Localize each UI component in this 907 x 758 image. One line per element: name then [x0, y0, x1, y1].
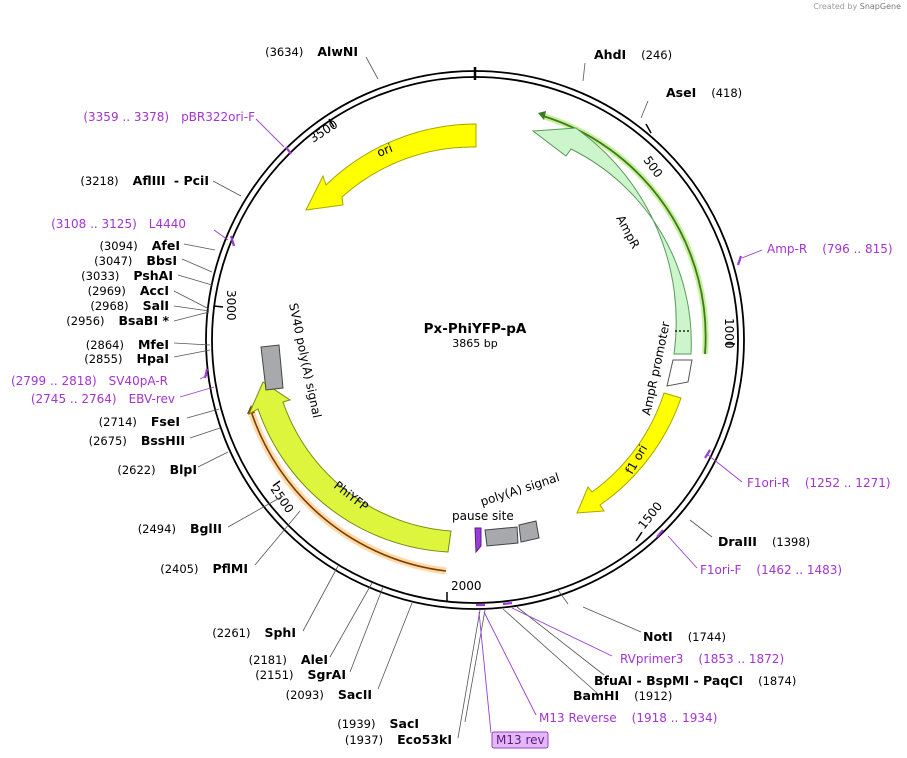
site-draiii[interactable]: DraIII(1398): [718, 534, 810, 549]
primer-leaders: [179, 118, 763, 734]
ruler: 500 1000 1500 2000 2500 3000 3500: [213, 117, 736, 601]
ori-label: ori: [375, 141, 395, 160]
tick-1500: [635, 531, 643, 542]
primer-amp-r[interactable]: Amp-R(796 .. 815): [767, 242, 893, 256]
tick-label-2000: 2000: [451, 579, 482, 593]
site-alei[interactable]: (2181)AleI: [249, 652, 328, 667]
site-alwni[interactable]: (3634)AlwNI: [265, 44, 358, 59]
site-pflmi[interactable]: (2405)PflMI: [160, 561, 248, 576]
plasmid-name: Px-PhiYFP-pA: [424, 321, 527, 337]
polya-signal-block-1[interactable]: [484, 526, 519, 547]
site-bsabi[interactable]: (2956)BsaBI *: [66, 313, 169, 328]
site-pshai[interactable]: (3033)PshAI: [81, 268, 173, 283]
phiyfp-arrow[interactable]: [247, 381, 452, 553]
credit-prefix: Created by: [813, 2, 858, 11]
primer-l4440[interactable]: (3108 .. 3125)L4440: [51, 217, 186, 231]
site-sacii[interactable]: (2093)SacII: [286, 687, 372, 702]
tick-2500: [272, 480, 281, 487]
site-blpi[interactable]: (2622)BlpI: [117, 462, 197, 477]
sites-left: (1939)SacI (1937)Eco53kI (2093)SacII (21…: [66, 44, 452, 747]
site-afei[interactable]: (3094)AfeI: [100, 238, 181, 253]
tick-label-3000: 3000: [224, 290, 238, 321]
site-sphi[interactable]: (2261)SphI: [212, 625, 296, 640]
site-mfei[interactable]: (2864)MfeI: [86, 337, 169, 352]
tick-label-3500: 3500: [307, 117, 340, 145]
primer-labels: Amp-R(796 .. 815) F1ori-R(1252 .. 1271) …: [11, 110, 893, 749]
site-afliii-pcii[interactable]: (3218)AflIII - PciI: [80, 173, 209, 188]
primer-m13-reverse[interactable]: M13 Reverse(1918 .. 1934): [539, 711, 717, 725]
site-bfuai-group[interactable]: BfuAI - BspMI - PaqCI(1874): [594, 673, 796, 688]
snapgene-credit: Created by SnapGene: [813, 2, 901, 11]
site-bbsi[interactable]: (3047)BbsI: [94, 253, 177, 268]
plasmid-size: 3865 bp: [452, 337, 497, 350]
site-ahdi[interactable]: AhdI(246): [594, 47, 672, 62]
phiyfp-strand: [250, 410, 447, 572]
ori-arrow[interactable]: [305, 123, 477, 211]
site-bsshii[interactable]: (2675)BssHII: [89, 433, 185, 448]
site-leaders: [173, 56, 713, 739]
tick-3500: [328, 118, 335, 128]
snapgene-brand: SnapGene: [859, 2, 901, 11]
ampr-label: AmpR: [613, 213, 642, 251]
primer-m13-rev-badge[interactable]: [491, 731, 549, 749]
tick-label-1000: 1000: [722, 318, 736, 349]
site-sgrai[interactable]: (2151)SgrAI: [255, 667, 346, 682]
site-sali[interactable]: (2968)SalI: [90, 298, 169, 313]
sv40-polya-label: SV40 poly(A) signal: [286, 302, 324, 420]
ampr-arrow[interactable]: [531, 127, 692, 355]
primer-sv40pa-r[interactable]: (2799 .. 2818)SV40pA-R: [11, 374, 168, 388]
f1-ori-arrow[interactable]: [576, 392, 682, 514]
site-eco53ki[interactable]: (1937)Eco53kI: [345, 732, 452, 747]
polya-signal-block-2[interactable]: [518, 520, 540, 543]
tick-3000: [213, 305, 224, 308]
site-hpai[interactable]: (2855)HpaI: [84, 351, 169, 366]
tick-500: [645, 123, 652, 134]
primer-rvprimer3[interactable]: RVprimer3(1853 .. 1872): [620, 652, 784, 666]
primer-m13-rev-label: M13 rev: [496, 733, 545, 747]
polya-signal-label: poly(A) signal: [479, 470, 562, 509]
site-saci[interactable]: (1939)SacI: [337, 716, 419, 731]
primer-f1ori-f[interactable]: F1ori-F(1462 .. 1483): [700, 563, 842, 577]
sv40-polya-block[interactable]: [260, 344, 284, 391]
primer-ebv-rev[interactable]: (2745 .. 2764)EBV-rev: [31, 392, 175, 406]
site-fsei[interactable]: (2714)FseI: [99, 414, 180, 429]
site-bamhi[interactable]: BamHI(1912): [573, 688, 672, 703]
pause-site-mark[interactable]: [474, 527, 482, 554]
ampr-strand-head: [538, 111, 546, 120]
primer-f1ori-r[interactable]: F1ori-R(1252 .. 1271): [747, 476, 891, 490]
pause-site-label: pause site: [452, 509, 514, 523]
ampr-promoter-arrow[interactable]: [666, 359, 693, 387]
primer-pbr322ori-f[interactable]: (3359 .. 3378)pBR322ori-F: [83, 110, 255, 124]
site-noti[interactable]: NotI(1744): [643, 629, 726, 644]
ampr-strand: [542, 115, 707, 355]
site-bglii[interactable]: (2494)BglII: [138, 521, 222, 536]
sites-right: AhdI(246) AseI(418) DraIII(1398) NotI(17…: [573, 47, 810, 703]
primer-marks: [203, 146, 743, 607]
site-asei[interactable]: AseI(418): [666, 85, 742, 100]
site-acci[interactable]: (2969)AccI: [88, 283, 169, 298]
